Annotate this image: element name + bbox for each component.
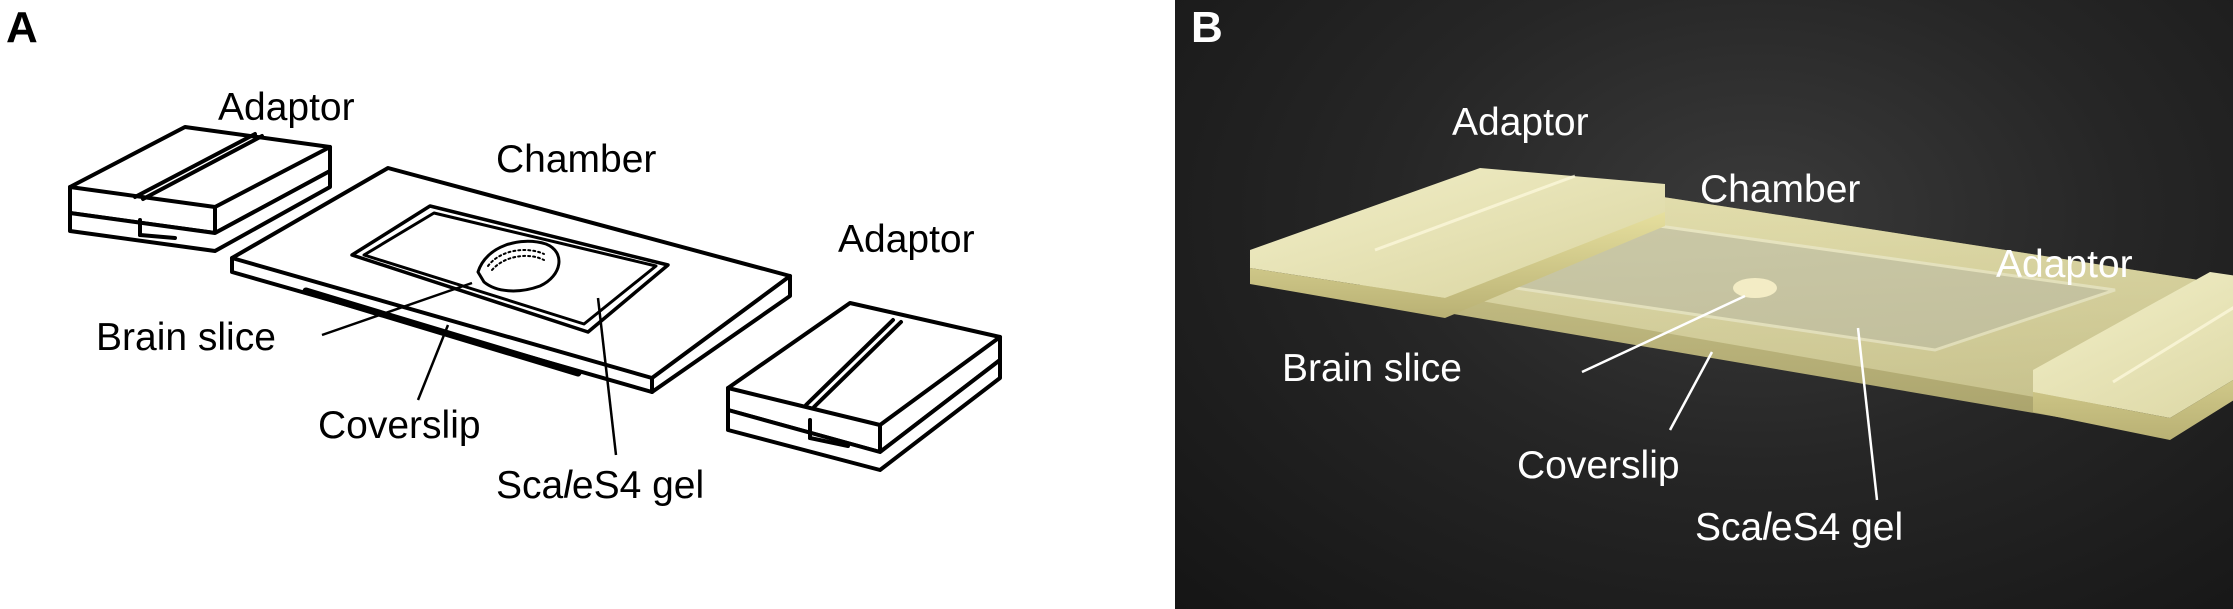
panel-a-line-drawing: A: [6, 3, 1002, 505]
photo-left-adaptor-side: [1250, 212, 1665, 318]
panel-b-leader-lines: [1581, 294, 1879, 501]
photo-slide-assembly: [1250, 168, 2233, 440]
label-b-adaptor-right: Adaptor: [1996, 243, 2133, 286]
label-a-gel-suffix: eS4 gel: [571, 464, 705, 507]
label-b-brain-slice: Brain slice: [1282, 347, 1462, 390]
panel-b-letter: B: [1191, 3, 1223, 52]
panel-b-photograph: B: [1175, 0, 2233, 609]
label-b-gel: ScaleS4 gel: [1695, 508, 1903, 547]
label-a-gel-italic: l: [563, 464, 572, 507]
right-adaptor-shape: [726, 301, 1002, 472]
panel-a-letter: A: [6, 3, 38, 52]
photo-right-adaptor: [2033, 272, 2233, 418]
label-a-adaptor-left: Adaptor: [218, 86, 355, 129]
brain-slice-shape: [476, 239, 561, 293]
panel-b-photo-drawing: [1250, 168, 2233, 501]
label-a-brain-slice: Brain slice: [96, 316, 276, 359]
label-a-adaptor-right: Adaptor: [838, 218, 975, 261]
label-b-chamber: Chamber: [1700, 168, 1861, 211]
photo-brain-slice: [1733, 278, 1777, 298]
label-b-gel-suffix: eS4 gel: [1770, 506, 1904, 549]
label-a-gel-prefix: Sca: [496, 464, 564, 507]
label-a-coverslip: Coverslip: [318, 404, 481, 447]
label-b-coverslip: Coverslip: [1517, 444, 1680, 487]
label-a-gel: ScaleS4 gel: [496, 466, 704, 505]
label-b-gel-italic: l: [1762, 506, 1771, 549]
photo-right-adaptor-side: [2033, 380, 2233, 440]
panel-a-leader-lines: [321, 281, 618, 456]
left-adaptor-shape: [68, 125, 332, 253]
panel-a-drawing: [68, 125, 1002, 472]
coverslip-shape: [302, 287, 582, 377]
label-b-gel-prefix: Sca: [1695, 506, 1763, 549]
label-b-adaptor-left: Adaptor: [1452, 101, 1589, 144]
label-a-chamber: Chamber: [496, 138, 657, 181]
photo-left-adaptor: [1250, 168, 1665, 298]
